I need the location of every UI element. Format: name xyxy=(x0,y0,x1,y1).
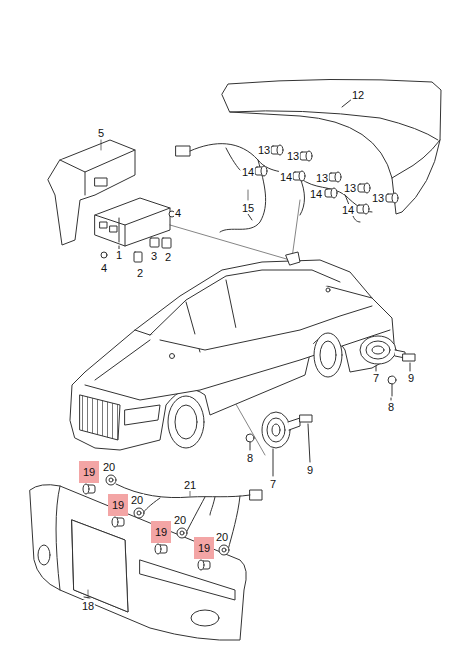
callout-number: 13 xyxy=(257,144,271,156)
front-bumper xyxy=(30,485,246,641)
callout-number: 14 xyxy=(241,166,255,178)
front-speaker xyxy=(246,412,312,476)
callout-number: 13 xyxy=(286,150,300,162)
callout-number: 13 xyxy=(343,182,357,194)
callout-number: 20 xyxy=(173,514,187,526)
rear-harness xyxy=(176,144,372,232)
callout-number: 4 xyxy=(100,262,108,274)
callout-number: 2 xyxy=(164,251,172,263)
front-harness xyxy=(116,484,262,550)
callout-number: 13 xyxy=(371,192,385,204)
callout-number: 19 xyxy=(155,526,167,538)
callout-number: 7 xyxy=(269,478,277,490)
car-body xyxy=(70,252,395,450)
callout-number: 3 xyxy=(150,250,158,262)
callout-number: 13 xyxy=(315,172,329,184)
callout-number: 14 xyxy=(309,188,323,200)
callout-number: 18 xyxy=(81,600,95,612)
callout-number: 9 xyxy=(306,464,314,476)
control-unit xyxy=(95,198,175,262)
highlighted-callout: 19 xyxy=(194,537,214,559)
highlighted-callout: 19 xyxy=(151,521,171,543)
rear-sensors xyxy=(255,145,398,214)
rear-bumper xyxy=(222,79,441,214)
callout-number: 7 xyxy=(372,372,380,384)
callout-number: 4 xyxy=(174,207,182,219)
callout-number: 19 xyxy=(83,466,95,478)
callout-number: 5 xyxy=(97,127,105,139)
callout-number: 9 xyxy=(407,372,415,384)
callout-number: 14 xyxy=(279,171,293,183)
leader-lines xyxy=(88,140,248,598)
callout-number: 2 xyxy=(136,267,144,279)
callout-number: 15 xyxy=(241,202,255,214)
rear-speaker xyxy=(360,336,415,400)
callout-number: 19 xyxy=(198,542,210,554)
callout-number: 20 xyxy=(102,461,116,473)
callout-number: 8 xyxy=(246,452,254,464)
highlighted-callout: 19 xyxy=(79,461,99,483)
front-sensors xyxy=(83,475,229,570)
highlighted-callout: 19 xyxy=(108,494,128,516)
callout-number: 20 xyxy=(215,531,229,543)
callout-number: 19 xyxy=(112,499,124,511)
callout-number: 20 xyxy=(130,494,144,506)
callout-number: 12 xyxy=(351,89,365,101)
callout-number: 21 xyxy=(183,479,197,491)
callout-number: 14 xyxy=(341,204,355,216)
callout-number: 1 xyxy=(115,249,123,261)
callout-number: 8 xyxy=(387,401,395,413)
